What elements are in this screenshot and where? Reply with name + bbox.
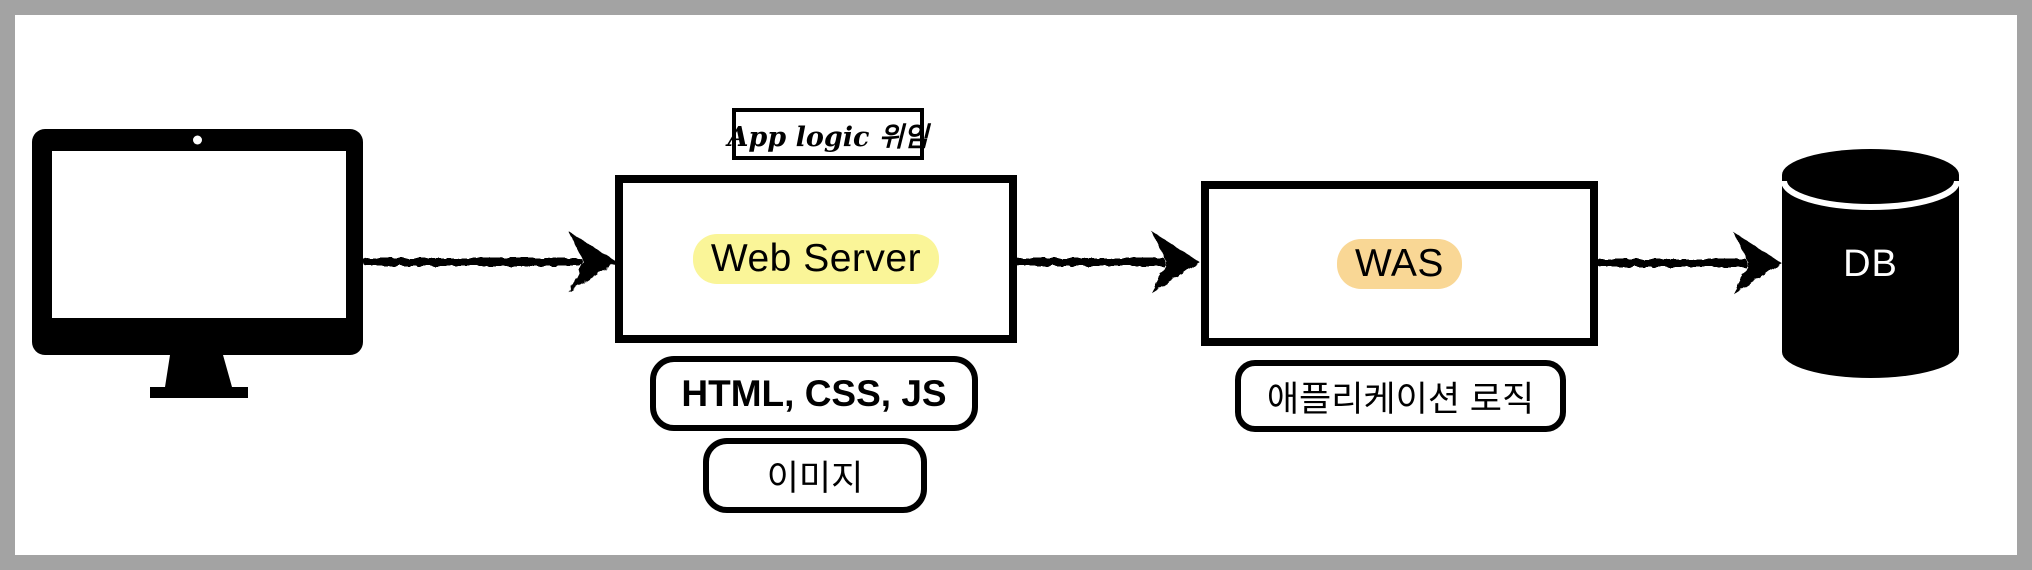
app-logic-note-text: App logic 위임 (727, 121, 929, 153)
arrow-was-to-db (1597, 232, 1782, 294)
arrow-webserver-to-was (1015, 231, 1200, 293)
was-tag-application-logic-text: 애플리케이션 로직 (1266, 379, 1535, 419)
web-server-node: Web Server (615, 175, 1017, 343)
arrow-client-to-webserver (363, 231, 617, 293)
webserver-tag-image-text: 이미지 (766, 459, 864, 498)
was-node: WAS (1201, 181, 1598, 346)
app-logic-note: App logic 위임 (727, 108, 929, 160)
db-label: DB (1843, 242, 1898, 285)
was-label: WAS (1337, 238, 1462, 289)
webserver-tag-html-css-js-text: HTML, CSS, JS (681, 372, 947, 414)
was-tag-application-logic: 애플리케이션 로직 (1235, 360, 1566, 432)
desktop-computer-icon (32, 129, 363, 398)
database-cylinder-icon (1782, 149, 1959, 378)
web-server-label: Web Server (692, 234, 940, 284)
webserver-tag-html-css-js: HTML, CSS, JS (650, 356, 978, 431)
webserver-tag-image: 이미지 (703, 438, 927, 513)
